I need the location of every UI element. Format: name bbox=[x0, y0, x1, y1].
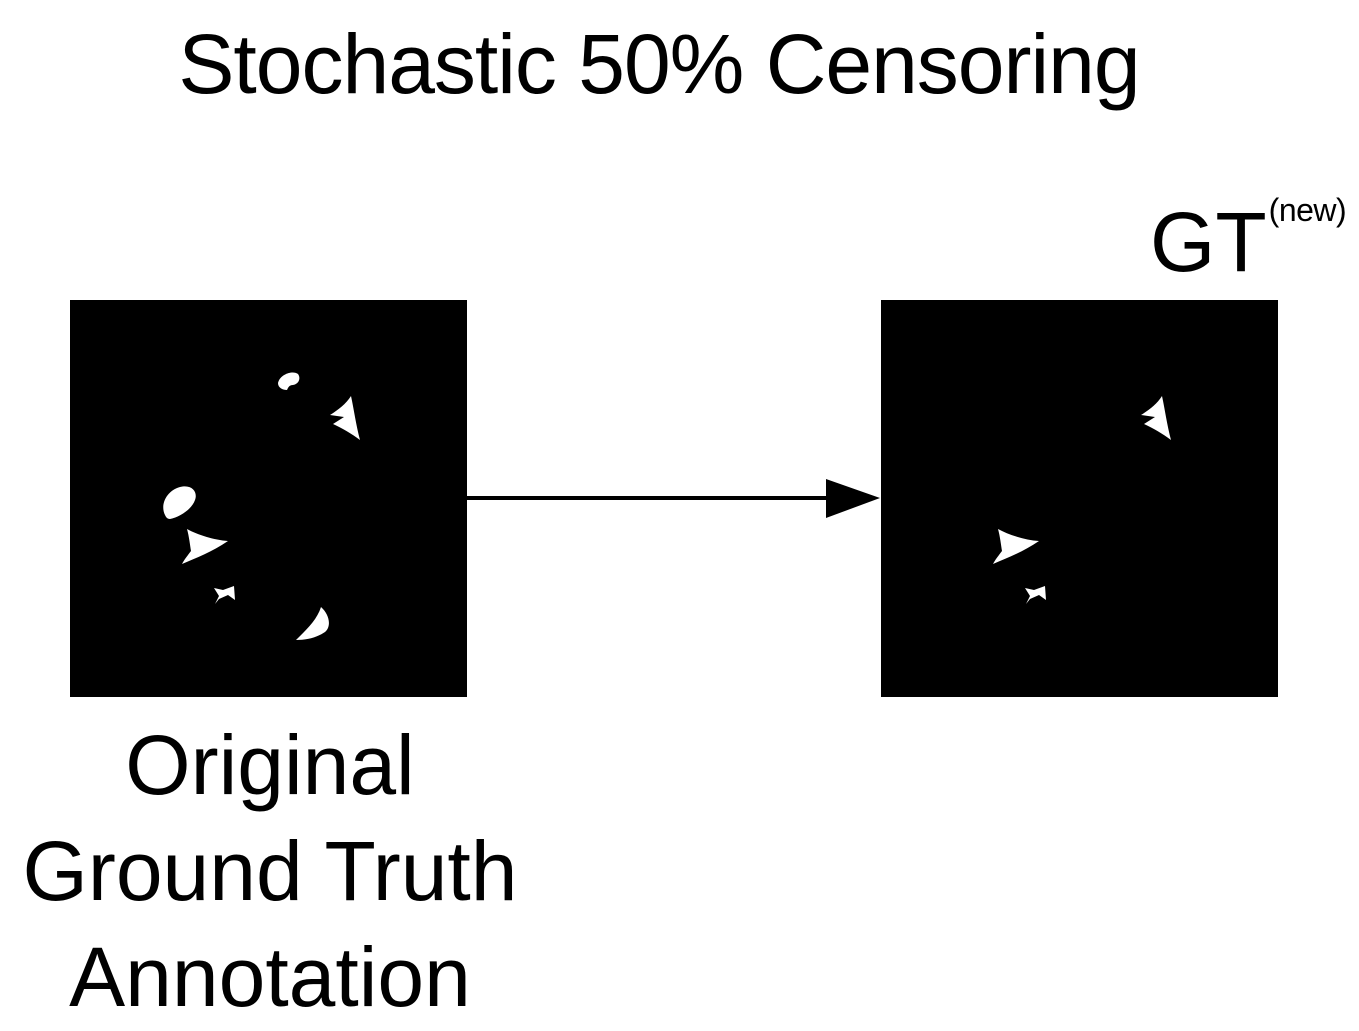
caption-line-2: Ground Truth bbox=[22, 824, 518, 918]
lesion-original-4 bbox=[182, 529, 228, 564]
caption-line-3: Annotation bbox=[69, 930, 471, 1024]
lesion-original-6 bbox=[296, 607, 329, 640]
original-caption: Original Ground Truth Annotation bbox=[0, 712, 540, 1030]
gt-label-superscript: (new) bbox=[1268, 192, 1347, 228]
caption-line-1: Original bbox=[125, 718, 415, 812]
lesion-original-5 bbox=[214, 586, 235, 604]
censored-mask-background bbox=[881, 300, 1278, 697]
censored-mask bbox=[881, 300, 1278, 697]
lesion-censored-2 bbox=[993, 529, 1039, 564]
lesion-original-2 bbox=[330, 396, 360, 440]
lesion-original-1 bbox=[278, 372, 300, 390]
figure-title: Stochastic 50% Censoring bbox=[178, 17, 1140, 111]
original-mask-background bbox=[70, 300, 467, 697]
lesion-censored-3 bbox=[1025, 586, 1046, 604]
lesion-original-3 bbox=[163, 486, 196, 519]
original-mask bbox=[70, 300, 467, 697]
arrow-head bbox=[826, 479, 880, 518]
lesion-censored-1 bbox=[1141, 396, 1171, 440]
gt-label-main: GT bbox=[1150, 195, 1267, 289]
censoring-arrow bbox=[467, 479, 880, 518]
gt-new-label: GT(new) bbox=[1150, 192, 1347, 306]
